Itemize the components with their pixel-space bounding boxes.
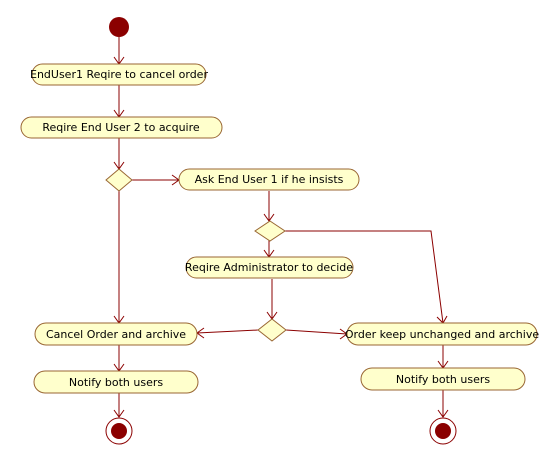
- edge-d2-a6: [285, 230, 444, 324]
- action-notify-users-right: Notify both users: [360, 367, 526, 391]
- action-label: Reqire End User 2 to acquire: [42, 121, 200, 134]
- final-node-left: [105, 417, 133, 445]
- decision-node-1: [105, 168, 133, 192]
- action-label: Reqire Administrator to decide: [185, 261, 353, 274]
- flow-edges: [113, 37, 449, 418]
- action-label: Order keep unchanged and archive: [345, 328, 539, 341]
- action-label: Notify both users: [69, 376, 163, 389]
- decision-node-3: [257, 318, 287, 342]
- edge-d3-a6: [285, 329, 348, 335]
- action-end-user-1-request: EndUser1 Reqire to cancel order: [30, 63, 208, 86]
- edge-d3-a5: [196, 329, 259, 334]
- action-label: EndUser1 Reqire to cancel order: [30, 68, 208, 81]
- action-request-end-user-2: Reqire End User 2 to acquire: [20, 116, 223, 139]
- initial-node: [109, 17, 129, 37]
- action-label: Cancel Order and archive: [46, 328, 186, 341]
- decision-node-2: [254, 220, 286, 242]
- action-notify-users-left: Notify both users: [33, 370, 199, 394]
- action-request-administrator: Reqire Administrator to decide: [185, 256, 354, 279]
- action-order-unchanged: Order keep unchanged and archive: [345, 322, 539, 346]
- action-label: Notify both users: [396, 373, 490, 386]
- action-ask-end-user-1: Ask End User 1 if he insists: [178, 168, 360, 191]
- action-cancel-order: Cancel Order and archive: [34, 322, 198, 346]
- final-node-right: [429, 417, 457, 445]
- action-label: Ask End User 1 if he insists: [195, 173, 344, 186]
